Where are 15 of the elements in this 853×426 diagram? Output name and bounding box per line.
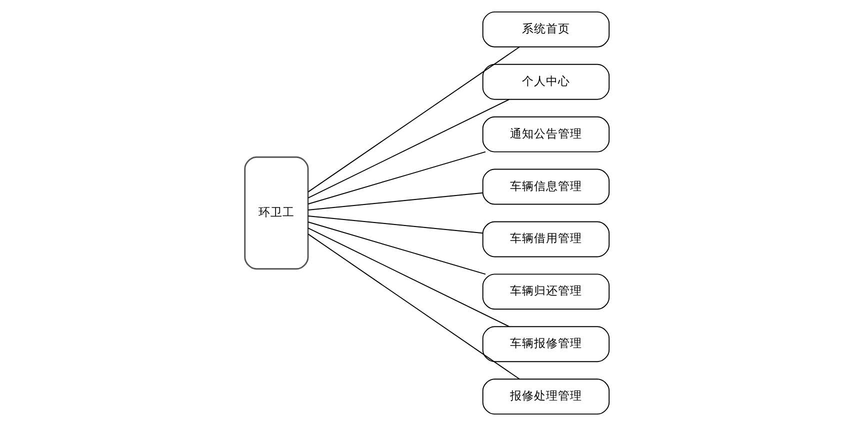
connector bbox=[307, 222, 486, 275]
node-box: 车辆信息管理 bbox=[482, 168, 610, 205]
node-box: 系统首页 bbox=[482, 11, 610, 48]
connector bbox=[307, 192, 483, 210]
node-box: 个人中心 bbox=[482, 64, 610, 100]
node-box: 环卫工 bbox=[244, 156, 308, 270]
node-box: 车辆归还管理 bbox=[482, 274, 610, 310]
node-box: 车辆借用管理 bbox=[482, 221, 610, 258]
connector bbox=[307, 234, 520, 380]
connector bbox=[307, 216, 483, 234]
node-box: 通知公告管理 bbox=[482, 116, 610, 152]
node-box: 车辆报修管理 bbox=[482, 326, 610, 362]
node-box: 报修处理管理 bbox=[482, 378, 610, 415]
connector bbox=[307, 151, 486, 204]
connector bbox=[307, 46, 520, 192]
